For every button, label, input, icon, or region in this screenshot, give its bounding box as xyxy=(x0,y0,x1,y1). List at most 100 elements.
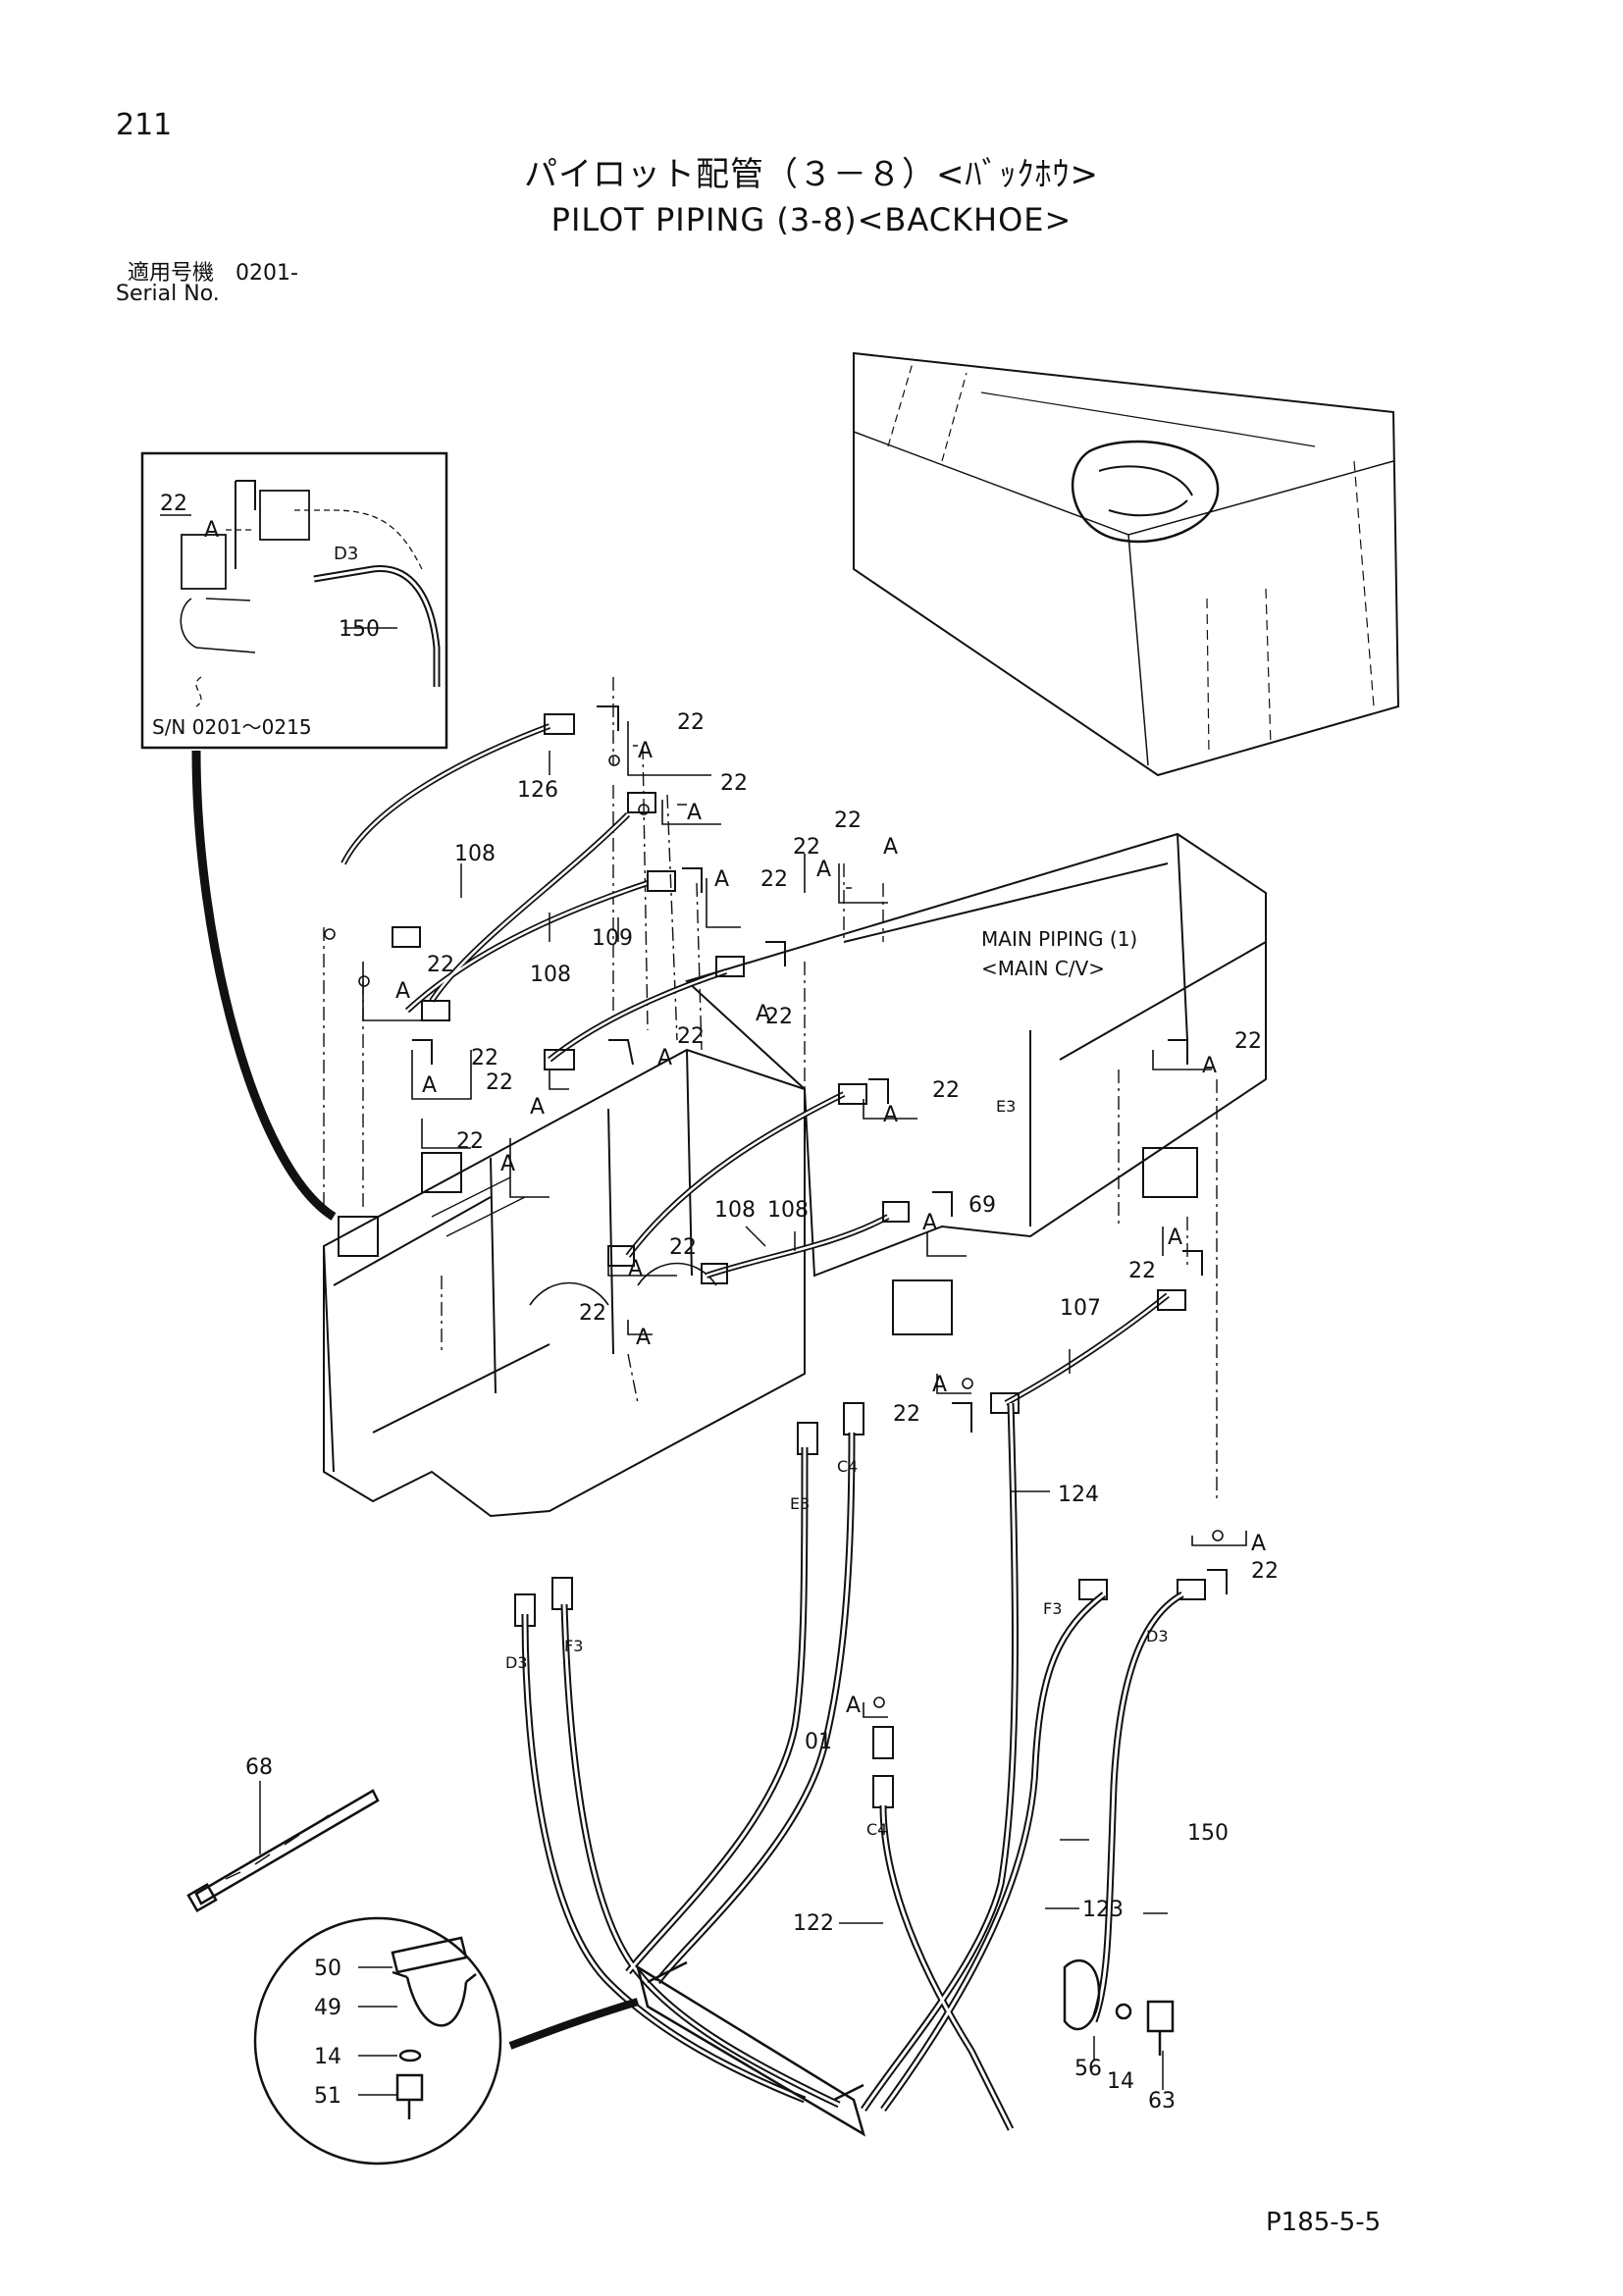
label-a: A xyxy=(922,1211,937,1235)
label-a: A xyxy=(846,1694,861,1718)
main-piping-callout: MAIN PIPING (1) <MAIN C/V> xyxy=(981,927,1137,980)
part-number-labels: 126 108 108 109 108 108 107 124 122 123 … xyxy=(245,778,1229,2113)
label-22: 22 xyxy=(793,835,820,860)
label-a: A xyxy=(883,1103,898,1127)
part-label-56: 56 xyxy=(1074,2057,1102,2081)
label-a: A xyxy=(628,1257,643,1281)
main-piping-label: MAIN PIPING (1) xyxy=(981,927,1137,951)
label-22: 22 xyxy=(932,1078,960,1103)
part-label-108-lower-right: 108 xyxy=(767,1198,809,1223)
label-a: A xyxy=(1251,1532,1266,1556)
part-label-126: 126 xyxy=(517,778,558,803)
label-a: A xyxy=(687,801,702,825)
part-label-150: 150 xyxy=(1187,1821,1229,1846)
label-22: 22 xyxy=(579,1301,606,1326)
label-22: 22 xyxy=(765,1005,793,1029)
port-label-c4-top: C4 xyxy=(837,1457,858,1476)
label-22: 22 xyxy=(1251,1559,1279,1584)
label-a: A xyxy=(1202,1054,1217,1078)
serial-label-english: Serial No. xyxy=(116,282,220,306)
serial-label-japanese: 適用号機 0201- xyxy=(128,261,298,286)
label-a: A xyxy=(530,1095,545,1120)
part-label-124: 124 xyxy=(1058,1483,1099,1507)
inset-serial-range: S/N 0201～0215 xyxy=(152,715,312,739)
page-code: P185-5-5 xyxy=(1266,2208,1382,2237)
port-label-d3-right: D3 xyxy=(1146,1627,1169,1645)
port-guide-lines xyxy=(323,677,1218,1501)
label-a: A xyxy=(756,1002,770,1026)
cable-tie xyxy=(186,1789,380,1913)
port-label-e3-top: E3 xyxy=(996,1097,1016,1116)
port-label-f3-right: F3 xyxy=(1043,1599,1062,1618)
label-a: A xyxy=(500,1152,515,1176)
inset-label-22: 22 xyxy=(160,492,187,516)
part-label-123: 123 xyxy=(1082,1898,1124,1922)
machine-location-view xyxy=(853,351,1400,777)
port-labels: E3 E3 C4 C4 D3 F3 F3 D3 xyxy=(505,1097,1169,1839)
port-label-c4: C4 xyxy=(866,1820,887,1839)
label-a: A xyxy=(816,858,831,882)
part-label-14-detail: 14 xyxy=(314,2045,341,2069)
part-label-49: 49 xyxy=(314,1996,341,2020)
part-label-68: 68 xyxy=(245,1755,273,1780)
label-22: 22 xyxy=(669,1235,697,1260)
serial-inset-box xyxy=(140,451,448,750)
label-a: A xyxy=(883,835,898,860)
part-label-51: 51 xyxy=(314,2084,341,2109)
part-label-108-lower-left: 108 xyxy=(714,1198,756,1223)
label-a: A xyxy=(422,1073,437,1098)
label-a: A xyxy=(636,1326,651,1350)
inset-label-a: A xyxy=(204,518,219,543)
label-22: 22 xyxy=(760,867,788,892)
part-label-122: 122 xyxy=(793,1911,834,1936)
port-label-f3-left: F3 xyxy=(564,1637,583,1655)
label-22: 22 xyxy=(677,710,705,735)
hose-fittings xyxy=(392,705,1228,1808)
part-label-14-bracket: 14 xyxy=(1107,2069,1134,2094)
label-22: 22 xyxy=(677,1024,705,1049)
label-a: A xyxy=(932,1373,947,1397)
part-label-50: 50 xyxy=(314,1957,341,1981)
label-22: 22 xyxy=(427,953,454,977)
label-22: 22 xyxy=(1234,1029,1262,1054)
label-22: 22 xyxy=(720,771,748,796)
port-label-d3-left: D3 xyxy=(505,1653,528,1672)
label-22: 22 xyxy=(456,1129,484,1154)
bottom-clamp-bracket xyxy=(636,1958,1175,2137)
part-label-01: 01 xyxy=(805,1730,832,1754)
label-leaders xyxy=(259,751,1168,2096)
inset-leader-line xyxy=(191,750,337,1221)
inset-label-150: 150 xyxy=(339,617,380,642)
part-label-107: 107 xyxy=(1060,1296,1101,1321)
page-title-japanese: パイロット配管（３－８）<ﾊﾞｯｸﾎｳ> xyxy=(524,155,1099,194)
label-a: A xyxy=(395,979,410,1004)
part-label-108-upper: 108 xyxy=(454,842,496,866)
label-a: A xyxy=(657,1046,672,1070)
clamp-detail-circle xyxy=(253,1916,640,2166)
label-a: A xyxy=(638,739,653,763)
control-valve-body xyxy=(323,832,1267,1518)
a-reference-brackets xyxy=(324,721,1247,1718)
label-22: 22 xyxy=(486,1070,513,1095)
label-22: 22 xyxy=(471,1046,498,1070)
label-22: 22 xyxy=(893,1402,920,1427)
part-label-69: 69 xyxy=(969,1193,996,1218)
port-label-e3: E3 xyxy=(790,1494,810,1513)
label-22: 22 xyxy=(834,809,862,833)
part-label-63: 63 xyxy=(1148,2089,1176,2113)
part-label-109: 109 xyxy=(592,926,633,951)
label-a: A xyxy=(1168,1226,1182,1250)
main-control-valve-label: <MAIN C/V> xyxy=(981,957,1105,980)
page-number: 211 xyxy=(116,108,173,142)
part-label-108-mid: 108 xyxy=(530,963,571,987)
long-hose-bundle-inner xyxy=(523,1402,1183,2130)
fitting-22-labels: 22 A 22 A 22 A 22 A 22 A 22 A 22 A 22 A … xyxy=(395,710,1279,1718)
long-hose-bundle xyxy=(521,1402,1184,2131)
upper-hoses xyxy=(340,723,1170,1406)
upper-hoses-inner xyxy=(341,724,1169,1405)
page-title-english: PILOT PIPING (3-8)<BACKHOE> xyxy=(550,201,1073,238)
label-22: 22 xyxy=(1128,1259,1156,1283)
inset-label-d3: D3 xyxy=(334,544,358,564)
label-a: A xyxy=(714,867,729,892)
